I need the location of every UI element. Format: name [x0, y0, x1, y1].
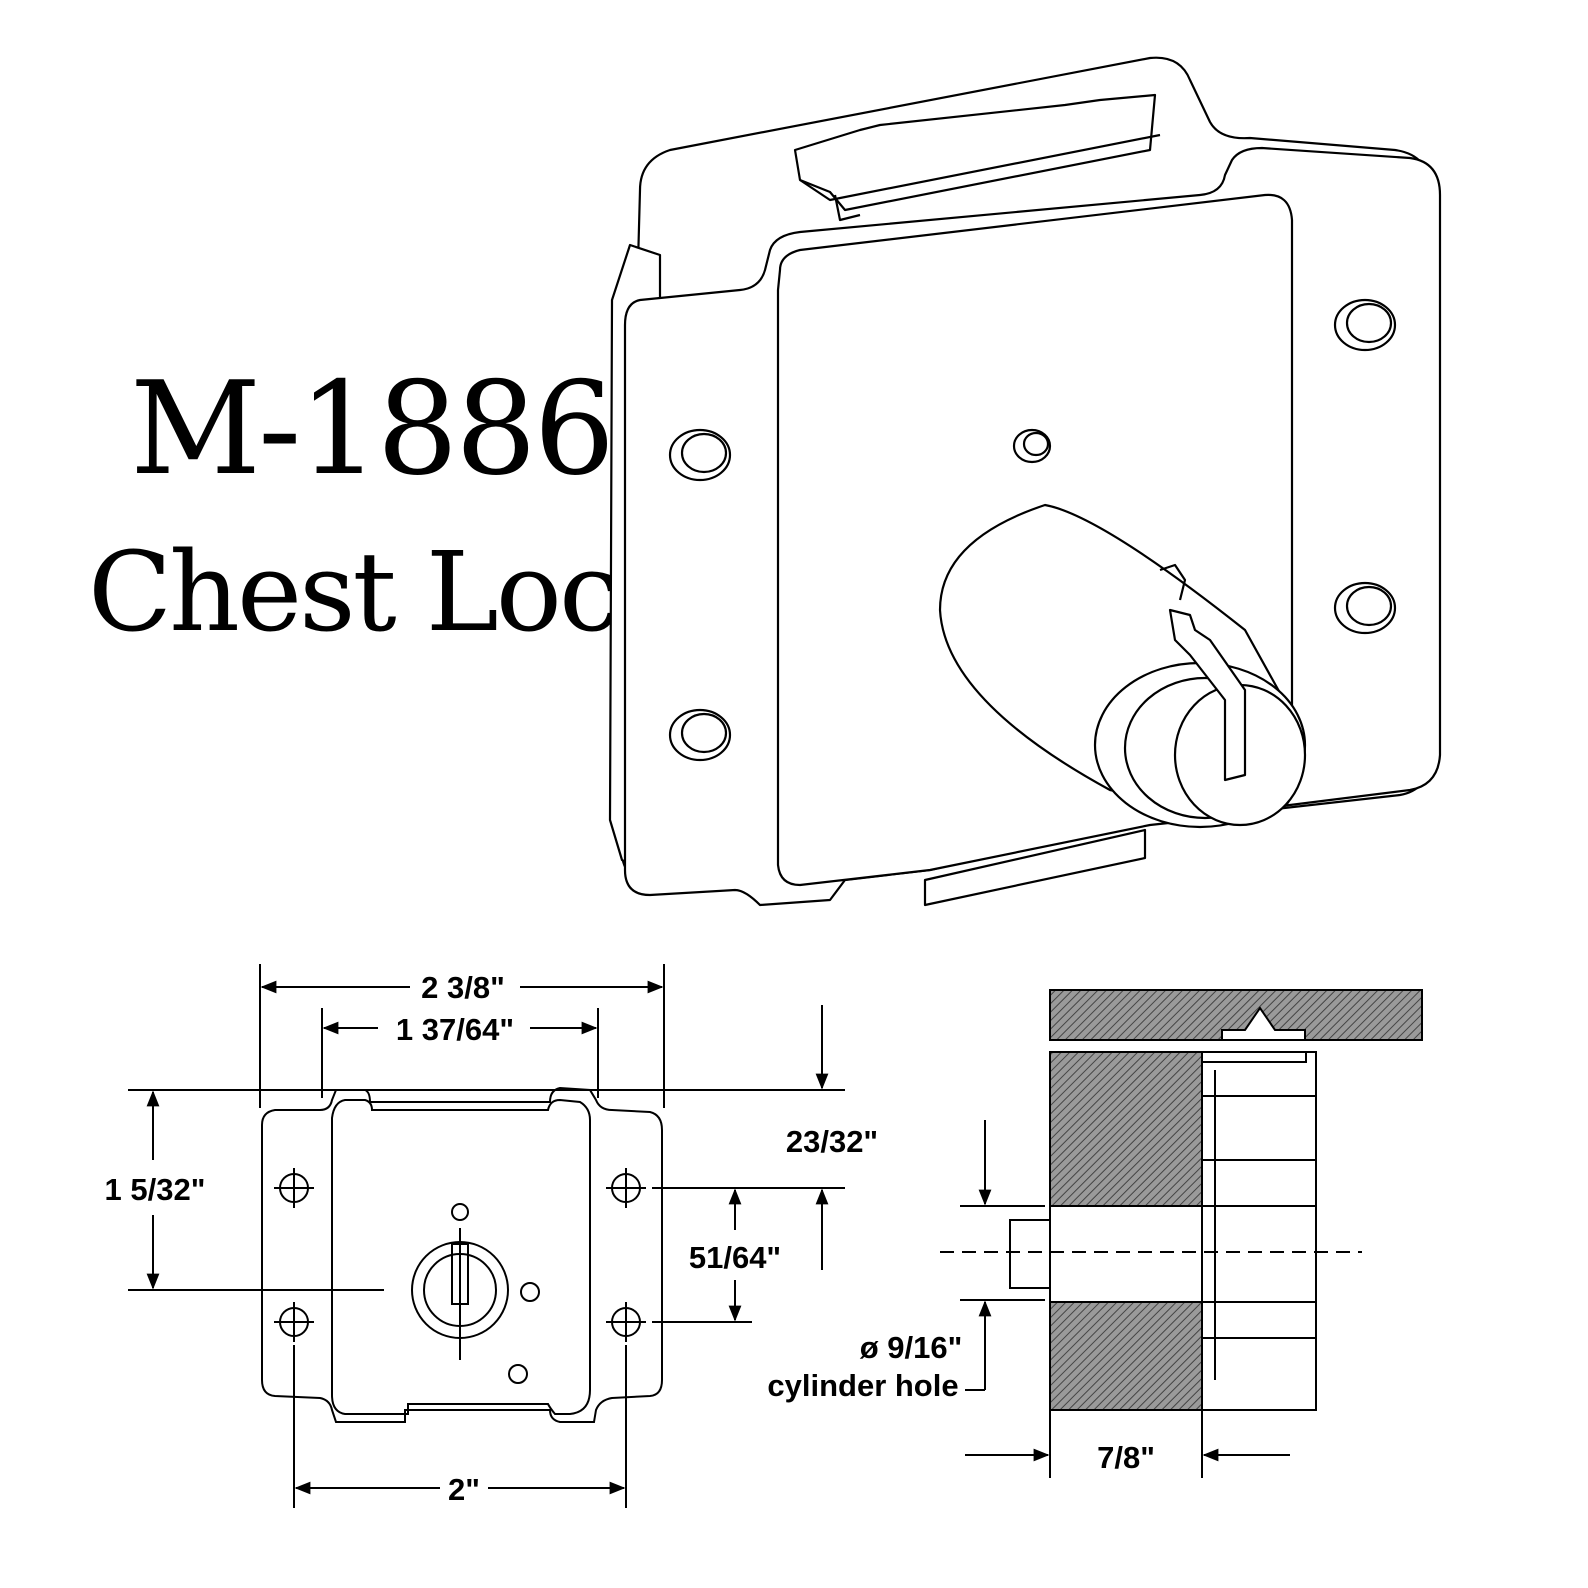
dim-depth [965, 1410, 1290, 1478]
dim-inner-width [321, 1008, 599, 1098]
label-hole-spacing-vertical: 51/64" [689, 1240, 781, 1275]
lock-top-notch [793, 93, 1157, 212]
section-cylinder-plug [1009, 1219, 1051, 1289]
section-catch [1221, 1006, 1306, 1041]
dim-hole-spacing-horizontal [293, 1345, 627, 1508]
isometric-lock-view [608, 56, 1442, 907]
front-view-keyway [411, 1203, 540, 1384]
label-cylinder-hole: cylinder hole [767, 1368, 958, 1403]
lock-mounting-holes [668, 298, 1397, 762]
product-name-title: Chest Lock [88, 528, 684, 656]
label-overall-width: 2 3/8" [421, 970, 505, 1005]
label-hole-spacing-horizontal: 2" [448, 1472, 480, 1507]
label-cylinder-hole-diameter: ø 9/16" [860, 1330, 963, 1365]
side-section-view [940, 989, 1423, 1478]
front-dimension-view [128, 964, 845, 1508]
label-depth: 7/8" [1097, 1440, 1155, 1475]
section-wood-upper [1049, 1051, 1203, 1207]
front-view-plate [261, 1086, 663, 1423]
lock-bottom-slot [923, 828, 1147, 907]
dim-top-offset [652, 1005, 845, 1270]
section-wood-lower [1049, 1301, 1203, 1411]
dim-hole-spacing-vertical [652, 1188, 752, 1323]
label-height-to-keyway: 1 5/32" [105, 1172, 206, 1207]
front-view-mounting-holes [274, 1168, 646, 1342]
model-number-title: M-1886 [130, 355, 615, 504]
label-top-offset: 23/32" [786, 1124, 878, 1159]
front-view-inner-panel [331, 1098, 591, 1415]
dim-cylinder-hole [960, 1120, 1045, 1391]
dim-overall-width [259, 964, 665, 1108]
section-lock-body [1201, 1051, 1317, 1411]
label-inner-width: 1 37/64" [396, 1012, 514, 1047]
dim-height-to-keyway [128, 1089, 845, 1291]
lock-cylinder [938, 503, 1307, 829]
